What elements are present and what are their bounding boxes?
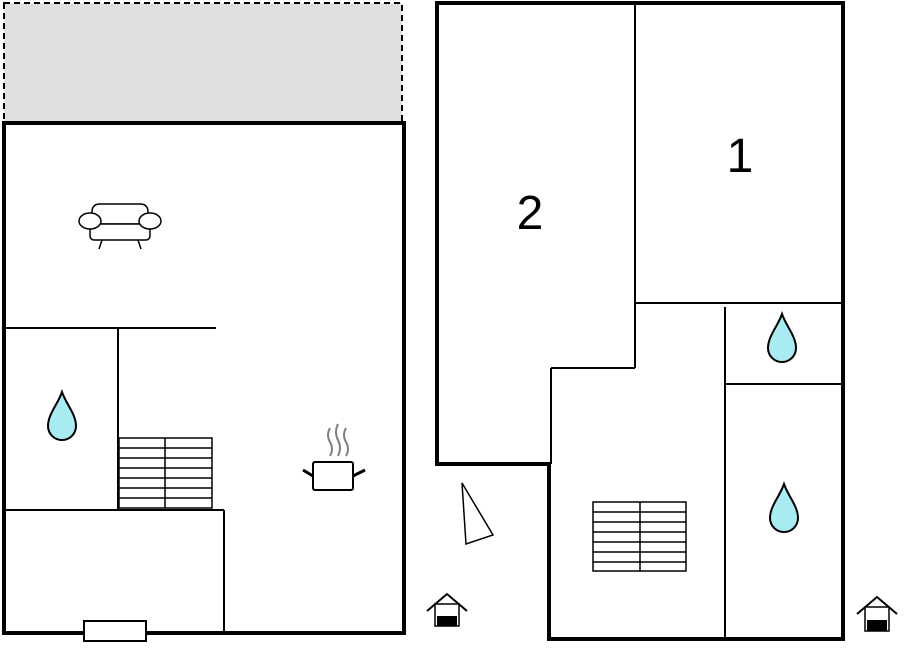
entrance-door-icon [83,620,147,642]
house-entrance-icon [856,595,898,632]
terrace-area [3,2,403,124]
stairs-icon [118,437,213,509]
room-label-1: 1 [727,130,754,183]
house-entrance-icon [426,592,468,627]
north-arrow-icon [461,482,495,546]
upper-floor-outer-wall [435,1,845,641]
sofa-icon [78,203,162,250]
upper-floor-plan: 2 1 [435,1,845,641]
water-drop-icon [766,310,798,363]
water-drop-icon [46,388,78,441]
ground-floor-outer-wall [2,121,406,635]
room-label-2: 2 [517,187,544,240]
cooking-pot-icon [302,423,366,491]
stairs-icon [592,501,687,572]
ground-floor-plan [2,2,406,642]
water-drop-icon [768,480,800,533]
